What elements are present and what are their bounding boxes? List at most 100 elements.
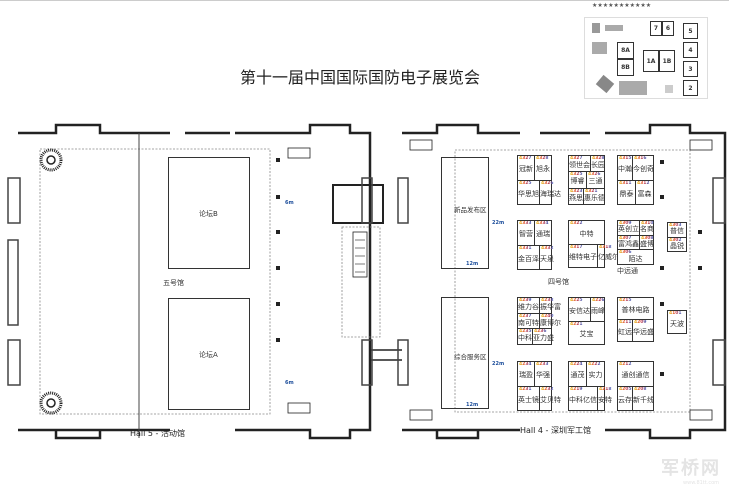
exhibitor-name: 华思旭 bbox=[518, 189, 539, 198]
exhibitor-name: 华远盛 bbox=[633, 328, 654, 336]
booth-number: 4218 bbox=[599, 386, 612, 392]
booth-number: 4211 bbox=[619, 320, 632, 325]
exhibitor-name: 维特电子 bbox=[569, 253, 597, 262]
watermark-logo: 军桥网 bbox=[661, 458, 721, 479]
dim-label: 22m bbox=[492, 220, 505, 226]
exhibitor-name: 维力谷 bbox=[518, 302, 539, 311]
hall5-name: 五号馆 bbox=[163, 279, 184, 287]
booth-number: 4309 bbox=[619, 221, 632, 226]
hall-6-marker: 6 bbox=[662, 21, 674, 36]
booth-number: 4219 bbox=[570, 386, 583, 392]
exhibitor-name: 雨峰 bbox=[591, 306, 605, 315]
exhibitor-name: 通瑞 bbox=[536, 230, 550, 239]
exhibitor-name: 三通 bbox=[588, 177, 603, 186]
exhibitor-name: 康博尔 bbox=[540, 318, 561, 327]
exhibitor-name: 鼎泰 bbox=[619, 189, 634, 198]
booth-number: 4215 bbox=[619, 298, 632, 303]
booth-4215[interactable]: 4215 普林电路 bbox=[618, 298, 653, 319]
booth-number: 4334 bbox=[536, 221, 549, 226]
booth-4211[interactable]: 4211 虹远 bbox=[618, 320, 632, 341]
exhibitor-name: 亿威尔 bbox=[598, 253, 619, 262]
exhibitor-name: 英士镜 bbox=[518, 395, 539, 404]
exhibitor-name: 振华富 bbox=[540, 302, 561, 311]
exhibitor-name: 虹远 bbox=[618, 328, 632, 336]
hall-3-marker: 3 bbox=[683, 61, 698, 77]
booth-number: 4323 bbox=[570, 188, 583, 194]
booth-number: 4232 bbox=[541, 386, 554, 392]
exhibitor-name: 金百泽 bbox=[518, 254, 539, 263]
forum-b-area: 论坛B bbox=[168, 157, 250, 269]
launch-area-label: 新品发布区 bbox=[454, 206, 487, 214]
hall5-caption: Hall 5 - 活动馆 bbox=[130, 429, 185, 438]
booth-4334[interactable]: 4334 通瑞 bbox=[534, 221, 551, 245]
page-title: 第十一届中国国际国防电子展览会 bbox=[240, 68, 481, 87]
exhibitor-name: 晶锐 bbox=[670, 241, 684, 250]
booth-number: 4225 bbox=[570, 298, 583, 303]
exhibitor-name: 盛博 bbox=[640, 240, 654, 248]
exhibitor-name: 普林电路 bbox=[621, 306, 650, 314]
booth-number: 4101 bbox=[669, 311, 682, 316]
booth-number: 4222 bbox=[588, 362, 601, 367]
exhibitor-name: 南可特 bbox=[518, 318, 539, 327]
booth-number: 4328 bbox=[592, 156, 605, 161]
booth-number: 4306 bbox=[619, 250, 632, 256]
